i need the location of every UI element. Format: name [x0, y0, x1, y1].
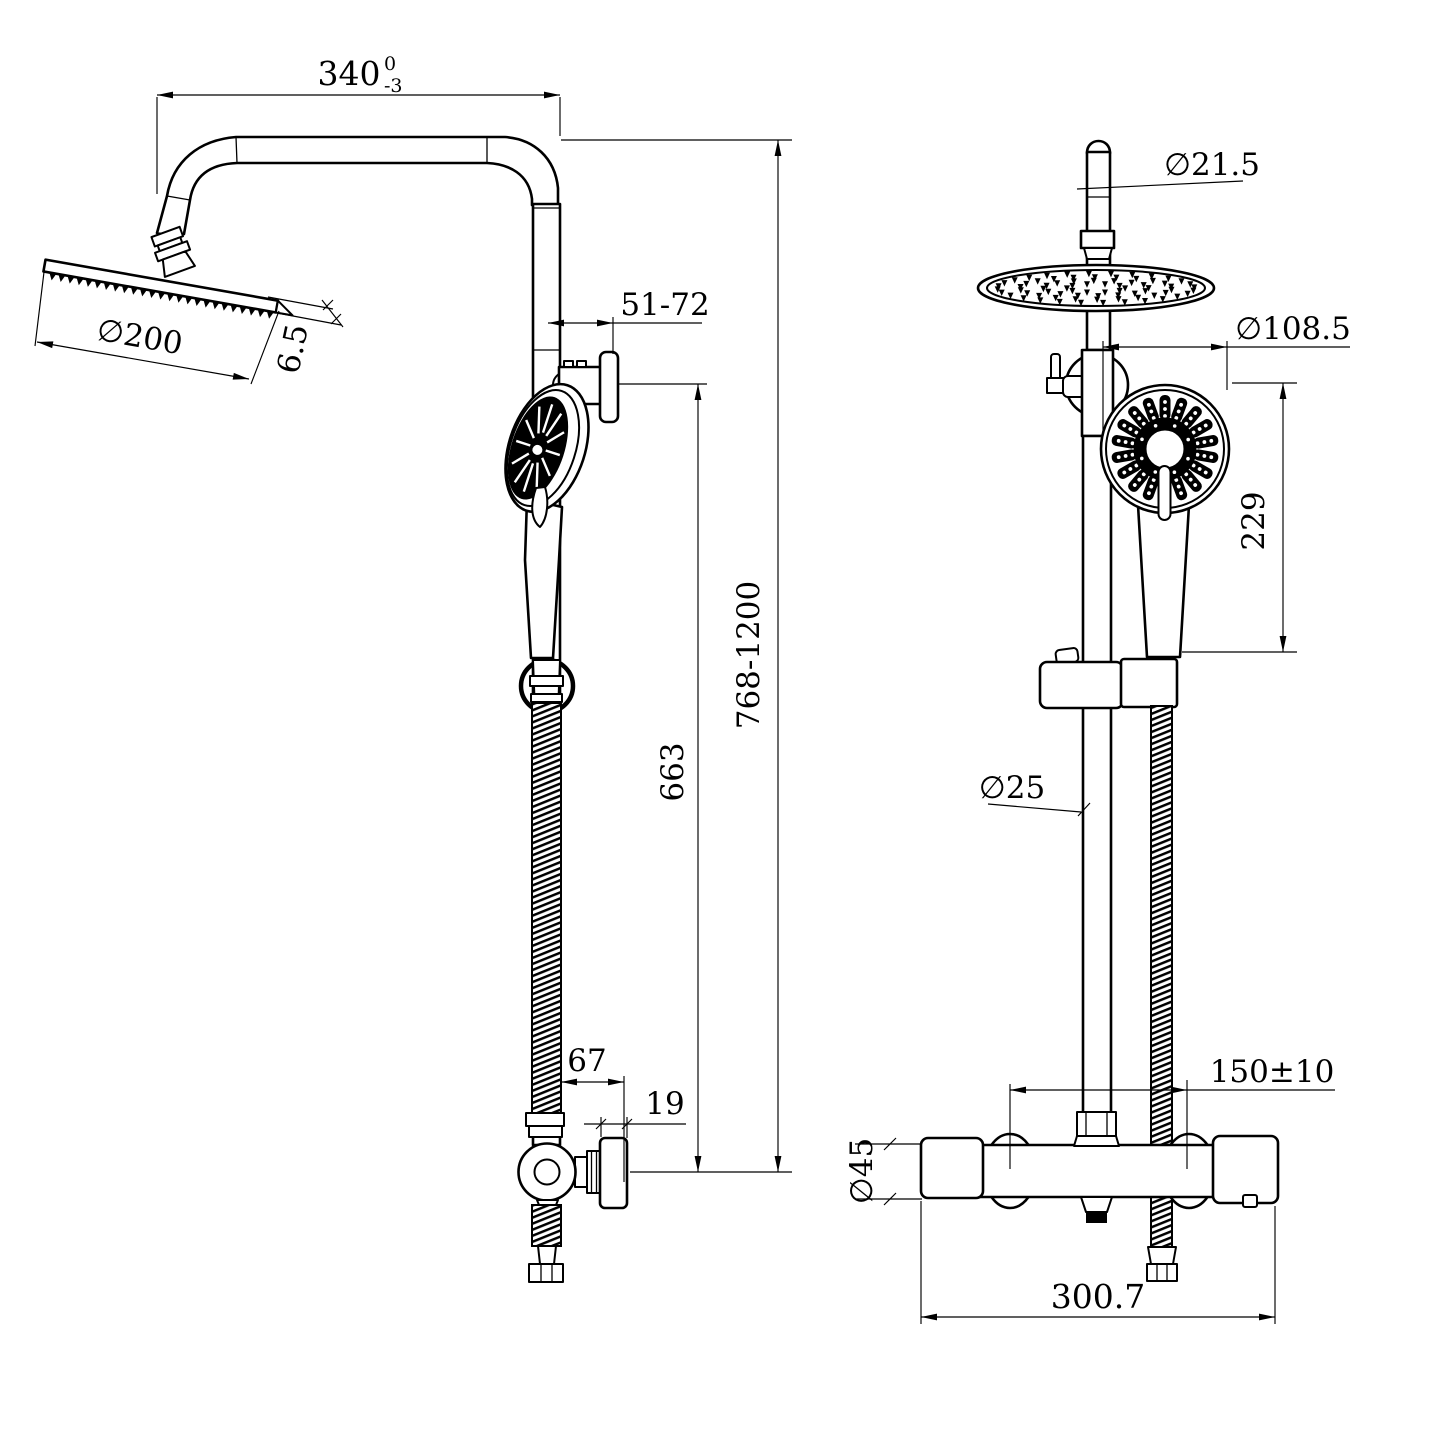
rain-head-side [42, 258, 294, 319]
hose-tail-side [528, 1199, 564, 1283]
diverter-lever [1050, 353, 1061, 381]
spray-toggle-front [1157, 465, 1172, 521]
slide-rail-front [1081, 434, 1113, 1147]
lower-wall-plate [598, 1136, 629, 1210]
mixer-body [972, 1143, 1221, 1199]
dim-head-thickness-value: 6.5 [270, 321, 315, 377]
hand-shower-front [1099, 383, 1231, 659]
dim-height-range-value: 768-1200 [731, 581, 767, 730]
dim-valve-overall-width: 300.7 [920, 1201, 1276, 1324]
hand-shower-handle-side [523, 497, 564, 660]
dim-wall-clearance-value: 51-72 [620, 287, 709, 323]
bottom-outlet [1086, 1212, 1107, 1223]
side-view: 340 0 -3 ∅200 6.5 51-72 663 768-1 [34, 53, 792, 1283]
dim-valve-overall-width-value: 300.7 [1051, 1277, 1145, 1316]
dim-handshower-length: 229 [1182, 382, 1297, 653]
hand-shower-side [504, 382, 590, 660]
dim-inlet-spacing: 150±10 [1009, 1054, 1335, 1169]
dim-arm-reach-tol-dn: -3 [384, 75, 403, 97]
dim-wall-clearance: 51-72 [548, 287, 710, 354]
mixer-valve-side [517, 1136, 629, 1210]
dim-height-range: 768-1200 [561, 139, 792, 1172]
rain-head-stem [150, 225, 196, 278]
shower-arm [155, 135, 560, 236]
dim-inlet-spacing-value: 150±10 [1210, 1054, 1335, 1090]
dim-arm-reach-value: 340 [318, 54, 381, 93]
dim-outlet-offset: 67 [561, 1043, 625, 1182]
spray-toggle-side [531, 486, 549, 528]
temperature-knob [919, 1136, 985, 1200]
slider-clamp-front [1038, 647, 1179, 710]
dim-top-pipe-diameter: ∅21.5 [1076, 147, 1260, 190]
rain-head-nozzles-front [994, 270, 1198, 307]
hand-shower-handle-front [1136, 503, 1191, 659]
safety-button [1242, 1194, 1258, 1208]
dim-plate-thickness: 19 [584, 1086, 686, 1138]
dim-outlet-offset-value: 67 [567, 1043, 606, 1079]
hose-tail-front [1146, 1246, 1178, 1282]
front-view: ∅21.5 ∅108.5 229 ∅25 150±10 ∅45 [844, 139, 1351, 1324]
dim-head-thickness: 6.5 [267, 296, 344, 377]
dim-arm-reach-tol-up: 0 [384, 53, 396, 75]
dim-valve-body-diameter: ∅45 [844, 1137, 922, 1206]
dim-rail-diameter-value: ∅25 [979, 770, 1045, 806]
dim-arm-reach: 340 0 -3 [156, 53, 561, 194]
thermostatic-mixer [919, 1111, 1280, 1223]
shower-hose-side [531, 702, 562, 1115]
dim-hose-drop: 663 [618, 383, 792, 1173]
dim-plate-thickness-value: 19 [645, 1086, 684, 1122]
dim-top-pipe-diameter-value: ∅21.5 [1164, 147, 1260, 183]
dim-handshower-diameter: ∅108.5 [1102, 311, 1351, 436]
flow-knob [1211, 1134, 1280, 1205]
hand-shower-face-side [507, 396, 569, 500]
hand-shower-face-front [1111, 395, 1219, 503]
dim-valve-body-diameter-value: ∅45 [844, 1138, 880, 1204]
dim-rail-diameter: ∅25 [979, 770, 1091, 817]
dim-handshower-diameter-value: ∅108.5 [1235, 311, 1351, 347]
dim-handshower-length-value: 229 [1236, 491, 1272, 550]
rain-head-front [976, 263, 1216, 313]
hose-nut-side [525, 1112, 565, 1138]
rain-head-nozzles [49, 272, 274, 319]
dim-hose-drop-value: 663 [655, 742, 691, 801]
